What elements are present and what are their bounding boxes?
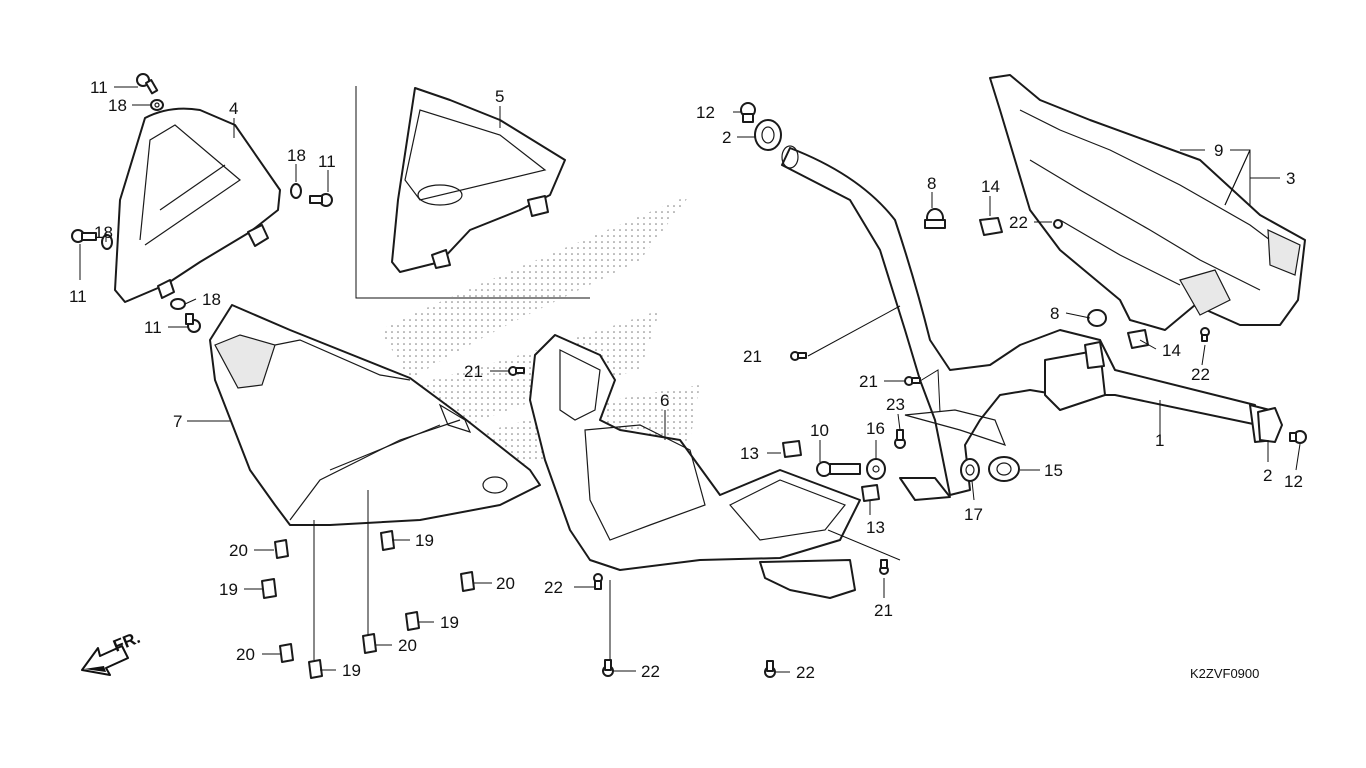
- clip-20a: [274, 539, 289, 559]
- callout-11a: 11: [90, 78, 108, 97]
- screw-21c: [904, 376, 921, 386]
- bolt-11b: [309, 193, 333, 207]
- screw-22a: [593, 573, 603, 590]
- callout-22c: 22: [796, 663, 815, 682]
- callout-9: 9: [1214, 141, 1223, 160]
- callout-21c: 21: [859, 372, 878, 391]
- callout-22b: 22: [641, 662, 660, 681]
- grommet-8a: [924, 208, 946, 229]
- nut-13a: [782, 440, 802, 458]
- bolt-11a: [136, 73, 159, 95]
- callout-8a: 8: [927, 174, 936, 193]
- callout-4: 4: [229, 99, 238, 118]
- callout-22d: 22: [1009, 213, 1028, 232]
- callout-11d: 11: [144, 318, 162, 337]
- screw-22c: [764, 660, 776, 678]
- rear-cover-part-3: [989, 74, 1306, 331]
- screw-23: [894, 429, 906, 449]
- washer-18a: [150, 99, 164, 111]
- callout-1: 1: [1155, 431, 1164, 450]
- screw-21b: [790, 351, 807, 361]
- callout-21a: 21: [464, 362, 483, 381]
- callout-21d: 21: [874, 601, 893, 620]
- callout-14a: 14: [981, 177, 1000, 196]
- diagram-code: K2ZVF0900: [1190, 666, 1259, 681]
- callout-13b: 13: [866, 518, 885, 537]
- callout-18d: 18: [202, 290, 221, 309]
- callout-18b: 18: [287, 146, 306, 165]
- callout-22e: 22: [1191, 365, 1210, 384]
- screw-21d: [879, 559, 889, 575]
- callout-10: 10: [810, 421, 829, 440]
- callout-labels: 11 18 4 18 11 18 11 18 11 5 7 20 19 19 2…: [69, 78, 1303, 682]
- callout-11b: 11: [318, 152, 336, 171]
- bolt-11d: [185, 313, 201, 333]
- callout-14b: 14: [1162, 341, 1181, 360]
- callout-19c: 20: [496, 574, 515, 593]
- callout-7: 7: [173, 412, 182, 431]
- callout-20d: 19: [342, 661, 361, 680]
- nut-13b: [861, 484, 880, 502]
- callout-12a: 12: [696, 103, 715, 122]
- clip-20c: [279, 643, 294, 663]
- clip-20b: [405, 611, 420, 631]
- callout-17: 17: [964, 505, 983, 524]
- clip-nut-14b: [1127, 329, 1149, 349]
- weight-2b: [1257, 407, 1283, 443]
- callout-20b: 19: [440, 613, 459, 632]
- callout-20a: 20: [229, 541, 248, 560]
- washer-18d: [170, 298, 186, 310]
- callout-19b: 19: [219, 580, 238, 599]
- front-cover-part-7: [209, 304, 541, 526]
- callout-11c: 11: [69, 287, 87, 306]
- callout-2b: 2: [1263, 466, 1272, 485]
- callout-13a: 13: [740, 444, 759, 463]
- bush-15: [988, 456, 1020, 482]
- bolt-11c: [71, 229, 97, 243]
- clip-19c: [460, 571, 475, 592]
- callout-2a: 2: [722, 128, 731, 147]
- screw-22b: [602, 659, 614, 677]
- callout-5: 5: [495, 87, 504, 106]
- callout-21b: 21: [743, 347, 762, 366]
- clip-20d: [308, 659, 323, 679]
- screw-12a: [740, 102, 756, 123]
- callout-18a: 18: [108, 96, 127, 115]
- screw-22e: [1200, 327, 1210, 342]
- washer-16: [866, 458, 886, 480]
- callout-23: 23: [886, 395, 905, 414]
- clip-19a: [380, 530, 395, 551]
- washer-17: [960, 458, 980, 482]
- callout-12b: 12: [1284, 472, 1303, 491]
- callout-3: 3: [1286, 169, 1295, 188]
- screw-22d: [1053, 219, 1063, 229]
- callout-6: 6: [660, 391, 669, 410]
- screw-12b: [1289, 430, 1307, 444]
- bolt-10: [816, 461, 861, 477]
- callout-20c: 20: [236, 645, 255, 664]
- callout-19a: 19: [415, 531, 434, 550]
- inner-cover-part-6: [529, 334, 861, 599]
- upper-cover-part-4: [114, 107, 281, 303]
- direction-label: FR.: [110, 628, 143, 656]
- callout-19d: 20: [398, 636, 417, 655]
- inset-cover-part-5: [391, 87, 566, 273]
- washer-18c: [101, 234, 113, 250]
- screw-21a: [508, 366, 525, 376]
- washer-18b: [290, 183, 302, 199]
- callout-16: 16: [866, 419, 885, 438]
- leader-lines: [79, 86, 1301, 673]
- front-direction-arrow: FR.: [81, 628, 143, 676]
- grommet-8b: [1087, 309, 1107, 327]
- callout-18c: 18: [94, 223, 113, 242]
- clip-nut-14a: [979, 217, 1003, 236]
- inset-frame: [355, 86, 590, 299]
- weight-2a: [754, 119, 782, 151]
- callout-8b: 8: [1050, 304, 1059, 323]
- clip-19d: [362, 633, 377, 654]
- clip-19b: [261, 578, 277, 599]
- callout-22a: 22: [544, 578, 563, 597]
- callout-15: 15: [1044, 461, 1063, 480]
